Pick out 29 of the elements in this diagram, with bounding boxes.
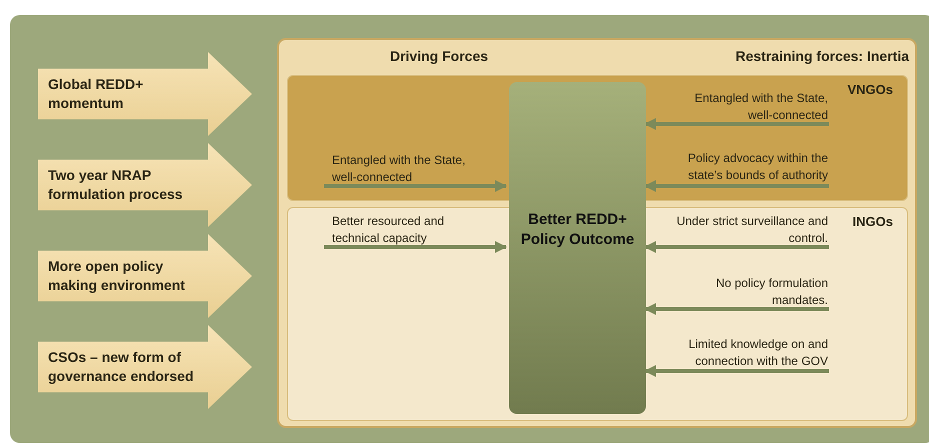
force-arrow-shape [38, 325, 252, 409]
arrow [324, 241, 507, 253]
arrow-label: Two year NRAP formulation process [48, 166, 184, 204]
arrow [644, 241, 829, 253]
edge-label: Under strict surveillance and control. [676, 213, 828, 247]
arrow [644, 118, 829, 130]
outcome-box [509, 82, 646, 414]
band-heading: INGOs [852, 214, 893, 229]
arrow [644, 180, 829, 192]
arrow [324, 180, 507, 192]
column-heading: Restraining forces: Inertia [734, 48, 909, 64]
outer-panel [277, 38, 917, 428]
arrow [644, 303, 829, 315]
force-arrow-shape [38, 234, 252, 318]
arrow-label: More open policy making environment [48, 256, 186, 295]
column-heading: Driving Forces [388, 48, 490, 64]
arrow-label: CSOs – new form of governance endorsed [48, 348, 194, 386]
edge-label: Entangled with the State, well-connected [332, 152, 466, 186]
force-arrow-shape [38, 143, 252, 227]
edge-label: Better resourced and technical capacity [332, 213, 446, 247]
arrow [644, 365, 829, 377]
edge-label: Entangled with the State, well-connected [694, 90, 828, 124]
edge-label: Policy advocacy within the state’s bounds of authority [686, 150, 828, 184]
edge-label: No policy formulation mandates. [714, 275, 828, 309]
arrow-label: Global REDD+ momentum [48, 74, 144, 113]
band-heading: VNGOs [847, 82, 893, 97]
edge-label: Limited knowledge on and connection with the GOV [688, 336, 828, 370]
outcome-text: Better REDD+ Policy Outcome [520, 210, 636, 250]
force-arrow-shape [38, 52, 252, 136]
